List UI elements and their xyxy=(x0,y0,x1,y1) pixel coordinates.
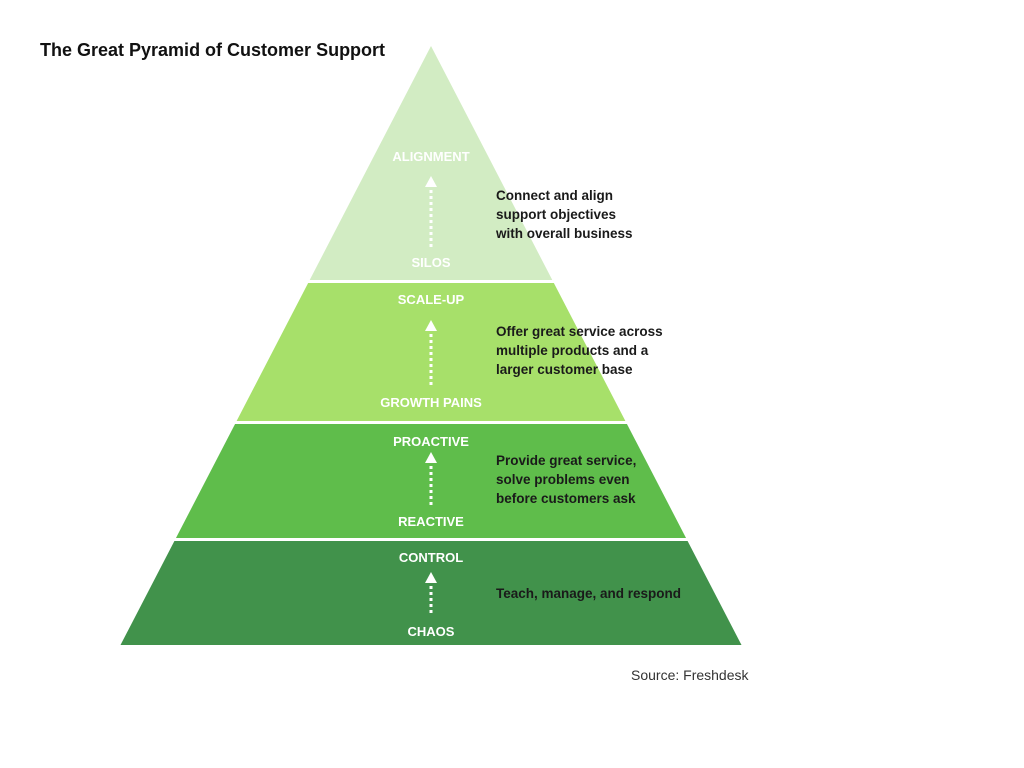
description-line: Offer great service across xyxy=(496,324,663,339)
tier-4-description: Teach, manage, and respond xyxy=(496,586,681,601)
pyramid-descriptions: Connect and align support objectives with … xyxy=(495,188,681,601)
tier-2-up-arrow-icon xyxy=(425,320,437,386)
description-line: support objectives xyxy=(496,207,616,222)
description-line: Connect and align xyxy=(496,188,613,203)
tier-1-description: Connect and align support objectives with … xyxy=(495,188,633,241)
tier-1-up-arrow-icon xyxy=(425,176,437,248)
pyramid-tier-1 xyxy=(309,46,553,280)
pyramid-labels: ALIGNMENT SILOS SCALE-UP GROWTH PAINS PROACT… xyxy=(380,149,482,639)
tier-4-bottom-label: CHAOS xyxy=(408,624,455,639)
source-caption: Source: Freshdesk xyxy=(631,667,749,683)
description-line: before customers ask xyxy=(496,491,636,506)
tier-2-top-label: SCALE-UP xyxy=(398,292,465,307)
description-line: larger customer base xyxy=(496,362,633,377)
tier-3-bottom-label: REACTIVE xyxy=(398,514,464,529)
description-line: with overall business xyxy=(495,226,633,241)
tier-3-description: Provide great service, solve problems eve… xyxy=(496,453,636,506)
pyramid-arrows xyxy=(425,176,437,613)
tier-3-top-label: PROACTIVE xyxy=(393,434,469,449)
tier-1-top-label: ALIGNMENT xyxy=(392,149,469,164)
tier-4-up-arrow-icon xyxy=(425,572,437,613)
tier-2-description: Offer great service across multiple produ… xyxy=(496,324,663,377)
tier-4-top-label: CONTROL xyxy=(399,550,463,565)
tier-3-up-arrow-icon xyxy=(425,452,437,505)
tier-2-bottom-label: GROWTH PAINS xyxy=(380,395,482,410)
description-line: multiple products and a xyxy=(496,343,649,358)
description-line: solve problems even xyxy=(496,472,630,487)
description-line: Provide great service, xyxy=(496,453,636,468)
diagram-title: The Great Pyramid of Customer Support xyxy=(40,40,386,60)
description-line: Teach, manage, and respond xyxy=(496,586,681,601)
tier-1-bottom-label: SILOS xyxy=(411,255,450,270)
